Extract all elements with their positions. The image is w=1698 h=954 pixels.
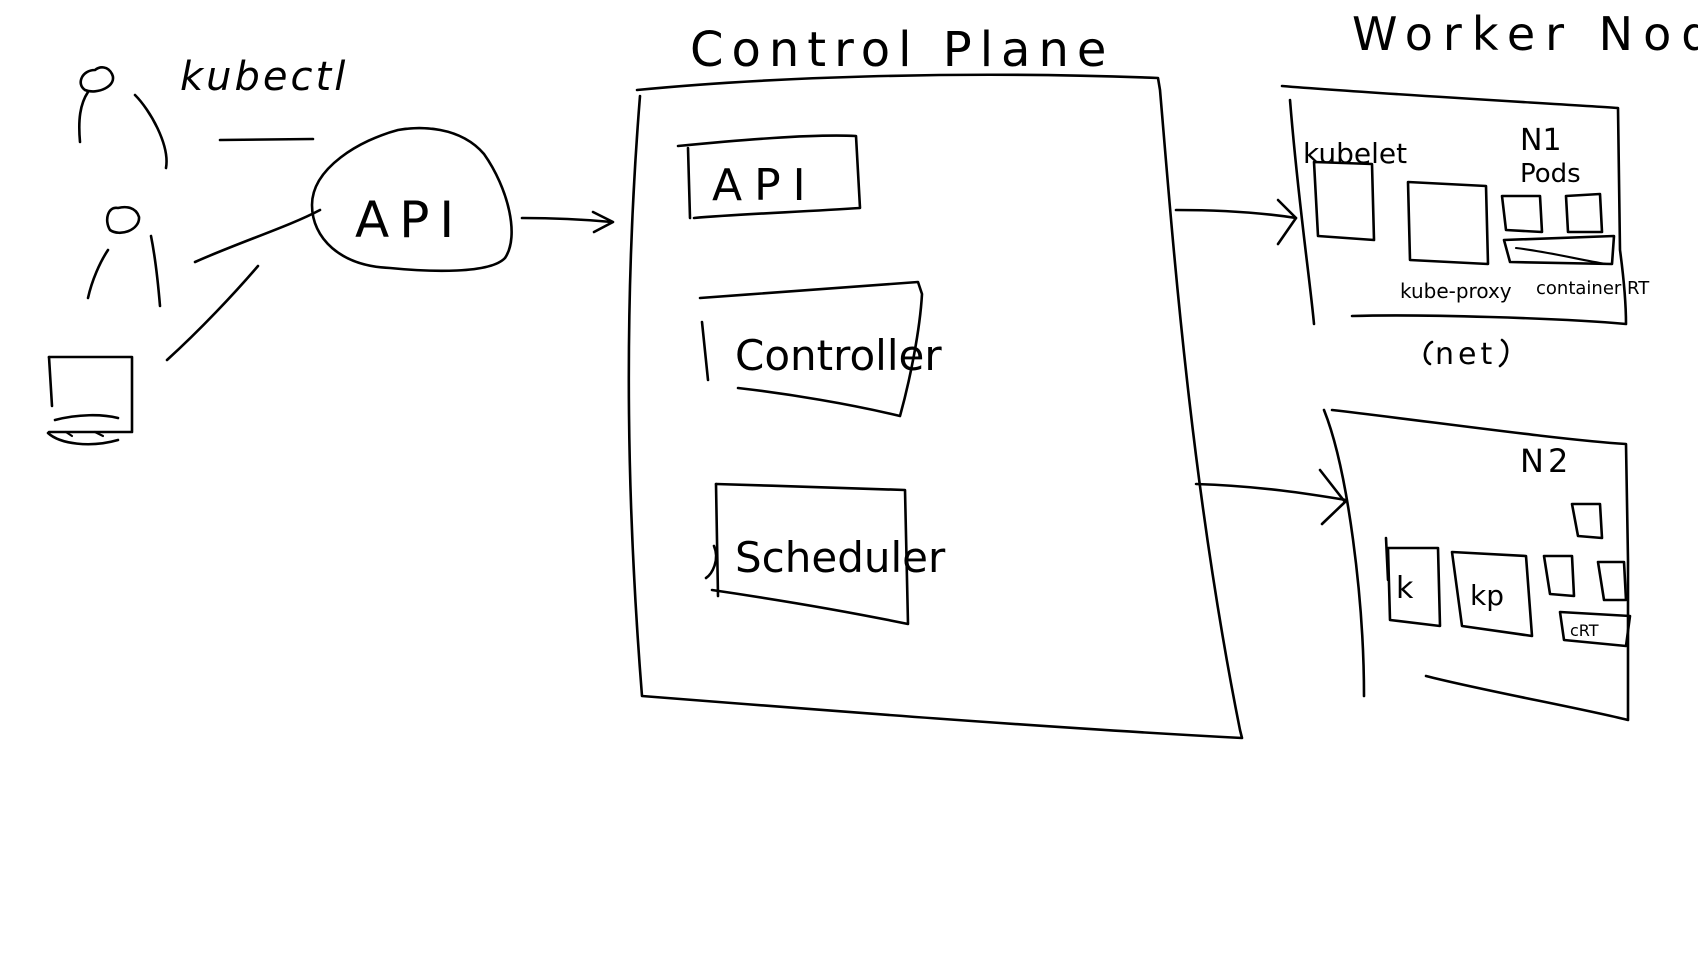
container-runtime-label: container RT [1536,278,1650,299]
controller-box: Controller [698,280,942,418]
pod-box [1570,502,1604,540]
api-cloud-label: API [355,191,464,249]
pod-box [1564,192,1604,234]
user-icon [77,66,168,170]
api-gateway-cloud: API [310,126,513,273]
user-icon [86,205,162,308]
kubelet-box [1312,160,1376,242]
container-runtime-box [1558,610,1632,648]
kubectl-label: kubectl [180,54,348,100]
api-server-box: API [676,134,862,220]
worker-node-1: N1 kubelet Pods kube-proxy container RT … [1280,84,1650,372]
controller-label: Controller [735,331,942,380]
scheduler-label: Scheduler [735,533,946,582]
pods-label: Pods [1520,159,1581,189]
laptop-icon [46,355,134,446]
client-connector [165,264,260,362]
api-server-label: API [712,160,818,211]
kube-proxy-label: kube-proxy [1400,279,1512,303]
pod-box [1596,560,1628,602]
worker-node-2: N2 k kp cRT [1322,408,1632,722]
worker-nodes-title: Worker Nodes [1352,7,1698,61]
pod-box [1542,554,1576,598]
container-runtime-box [1502,234,1616,266]
scheduler-box: Scheduler [704,482,946,626]
control-plane-box [627,73,1244,740]
kubelet-box [1386,546,1442,628]
pod-box [1500,194,1544,234]
control-plane-title: Control Plane [690,22,1114,78]
container-runtime-short-label: cRT [1570,621,1599,640]
node-1-name: N1 [1520,123,1562,158]
client-connector [193,208,322,264]
arrow-to-control-plane [520,210,615,234]
kube-proxy-short-label: kp [1470,579,1504,612]
arrow-to-node-1 [1174,198,1298,246]
arrow-to-node-2 [1194,468,1348,526]
kube-proxy-box [1406,180,1490,266]
kube-proxy-box [1450,550,1534,638]
client-connector [218,137,315,142]
kubelet-label: kubelet [1303,137,1407,170]
node-2-name: N2 [1520,442,1572,480]
kubelet-short-label: k [1396,571,1414,606]
net-label: net [1435,337,1496,372]
